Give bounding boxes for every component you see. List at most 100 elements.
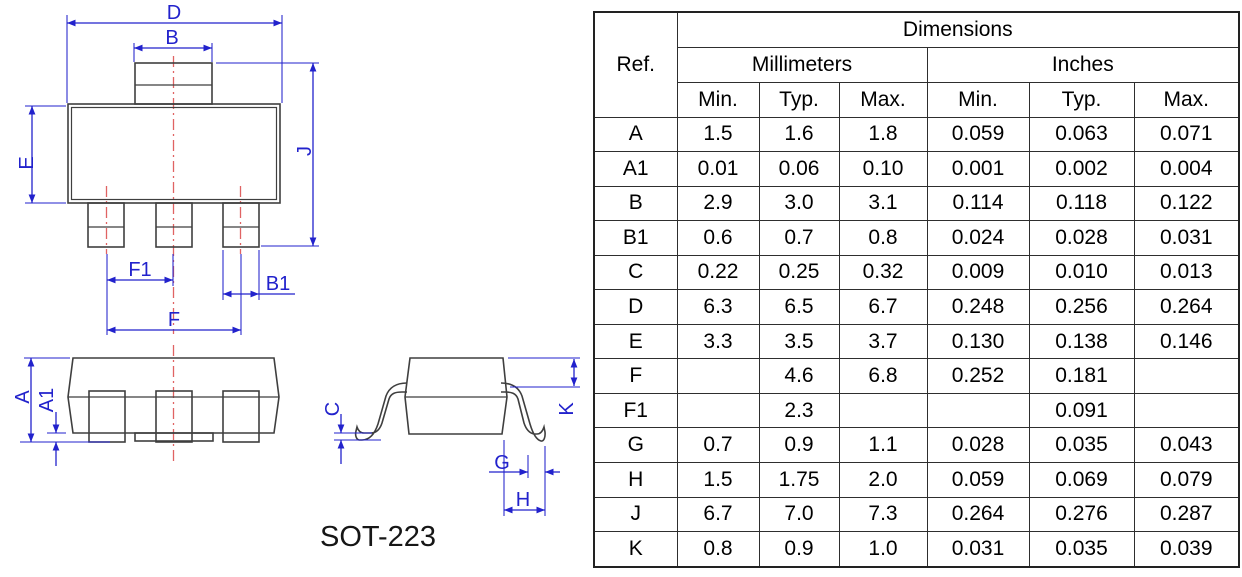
- value-cell: 7.3: [838, 496, 928, 533]
- value-cell: 0.8: [838, 220, 928, 256]
- value-cell: 3.7: [838, 323, 928, 360]
- value-cell: [1133, 358, 1240, 394]
- value-cell: 1.5: [676, 461, 760, 498]
- dim-C: [334, 414, 381, 464]
- top-view: [67, 62, 281, 248]
- value-cell: 2.0: [838, 461, 928, 498]
- value-cell: [926, 392, 1030, 429]
- value-cell: 0.002: [1028, 151, 1135, 187]
- ref-cell: H: [593, 461, 678, 498]
- table-row: F 4.6 6.8 0.252 0.181: [593, 358, 1240, 394]
- value-cell: 0.010: [1028, 254, 1135, 291]
- value-cell: 0.10: [838, 151, 928, 187]
- value-cell: 1.5: [676, 116, 760, 153]
- value-cell: 1.75: [758, 461, 840, 498]
- dim-label-A1: A1: [36, 388, 58, 412]
- value-cell: 0.8: [676, 531, 760, 568]
- dim-label-C: C: [322, 402, 344, 416]
- value-cell: 6.8: [838, 358, 928, 394]
- value-cell: 0.22: [676, 254, 760, 291]
- value-cell: 0.264: [1133, 289, 1240, 325]
- value-cell: 0.059: [926, 116, 1030, 153]
- dimension-annotations: [20, 15, 580, 516]
- value-cell: 0.004: [1133, 151, 1240, 187]
- dimensions-table-container: Ref. Dimensions Millimeters Inches Min. …: [593, 11, 1241, 568]
- value-cell: 0.028: [1028, 220, 1135, 256]
- value-cell: 0.25: [758, 254, 840, 291]
- value-cell: 0.146: [1133, 323, 1240, 360]
- mm-typ-header: Typ.: [758, 81, 840, 118]
- value-cell: 1.8: [838, 116, 928, 153]
- ref-cell: J: [593, 496, 678, 533]
- value-cell: 0.06: [758, 151, 840, 187]
- ref-cell: F1: [593, 392, 678, 429]
- value-cell: 0.130: [926, 323, 1030, 360]
- value-cell: [676, 392, 760, 429]
- value-cell: 3.0: [758, 185, 840, 222]
- value-cell: 0.264: [926, 496, 1030, 533]
- ref-cell: C: [593, 254, 678, 291]
- dim-label-F1: F1: [128, 259, 151, 281]
- in-min-header: Min.: [926, 81, 1030, 118]
- value-cell: 0.028: [926, 427, 1030, 463]
- value-cell: [1133, 392, 1240, 429]
- centerlines: [105, 56, 242, 464]
- dim-label-B: B: [165, 27, 178, 49]
- value-cell: 0.035: [1028, 531, 1135, 568]
- table-row: G 0.7 0.9 1.1 0.028 0.035 0.043: [593, 427, 1240, 463]
- leads-top-view: [87, 202, 260, 248]
- value-cell: 0.059: [926, 461, 1030, 498]
- value-cell: 6.3: [676, 289, 760, 325]
- value-cell: 0.256: [1028, 289, 1135, 325]
- value-cell: 0.031: [1133, 220, 1240, 256]
- value-cell: 0.9: [758, 531, 840, 568]
- value-cell: 1.0: [838, 531, 928, 568]
- dim-K: [508, 357, 580, 388]
- dim-G: [489, 446, 560, 516]
- dim-label-J: J: [294, 146, 316, 156]
- table-row: K 0.8 0.9 1.0 0.031 0.035 0.039: [593, 531, 1240, 568]
- value-cell: 0.118: [1028, 185, 1135, 222]
- dimensions-table-body: A 1.5 1.6 1.8 0.059 0.063 0.071 A1 0.01 …: [593, 116, 1240, 568]
- value-cell: 0.069: [1028, 461, 1135, 498]
- package-drawing: D B E J F1 B1 F A A1 C K G H SOT-223: [12, 2, 580, 553]
- table-row: A 1.5 1.6 1.8 0.059 0.063 0.071: [593, 116, 1240, 153]
- dim-label-E: E: [16, 156, 38, 169]
- dimension-labels: D B E J F1 B1 F A A1 C K G H: [12, 2, 578, 511]
- dim-label-G: G: [494, 452, 510, 474]
- value-cell: [676, 358, 760, 394]
- value-cell: 0.009: [926, 254, 1030, 291]
- right-lead-outline: [500, 382, 546, 442]
- table-row: E 3.3 3.5 3.7 0.130 0.138 0.146: [593, 323, 1240, 360]
- value-cell: 7.0: [758, 496, 840, 533]
- value-cell: [838, 392, 928, 429]
- side-body-outline: [404, 357, 508, 435]
- package-name-label: SOT-223: [320, 521, 436, 553]
- mm-max-header: Max.: [838, 81, 928, 118]
- front-view: [67, 357, 280, 443]
- side-view: [354, 357, 546, 442]
- value-cell: 0.248: [926, 289, 1030, 325]
- dim-D: [66, 15, 283, 103]
- value-cell: 1.1: [838, 427, 928, 463]
- value-cell: 6.5: [758, 289, 840, 325]
- dim-label-D: D: [167, 2, 181, 24]
- table-row: J 6.7 7.0 7.3 0.264 0.276 0.287: [593, 496, 1240, 533]
- left-lead-outline: [354, 382, 408, 441]
- value-cell: 0.024: [926, 220, 1030, 256]
- value-cell: 0.6: [676, 220, 760, 256]
- value-cell: 2.9: [676, 185, 760, 222]
- value-cell: 0.181: [1028, 358, 1135, 394]
- value-cell: 0.9: [758, 427, 840, 463]
- ref-cell: G: [593, 427, 678, 463]
- table-row: B 2.9 3.0 3.1 0.114 0.118 0.122: [593, 185, 1240, 222]
- table-row: C 0.22 0.25 0.32 0.009 0.010 0.013: [593, 254, 1240, 291]
- value-cell: 2.3: [758, 392, 840, 429]
- value-cell: 0.7: [758, 220, 840, 256]
- dim-label-K: K: [556, 402, 578, 416]
- table-row: H 1.5 1.75 2.0 0.059 0.069 0.079: [593, 461, 1240, 498]
- dim-J: [216, 62, 319, 247]
- value-cell: 0.252: [926, 358, 1030, 394]
- dimensions-header: Dimensions: [676, 11, 1240, 48]
- ref-column-header: Ref.: [593, 11, 678, 118]
